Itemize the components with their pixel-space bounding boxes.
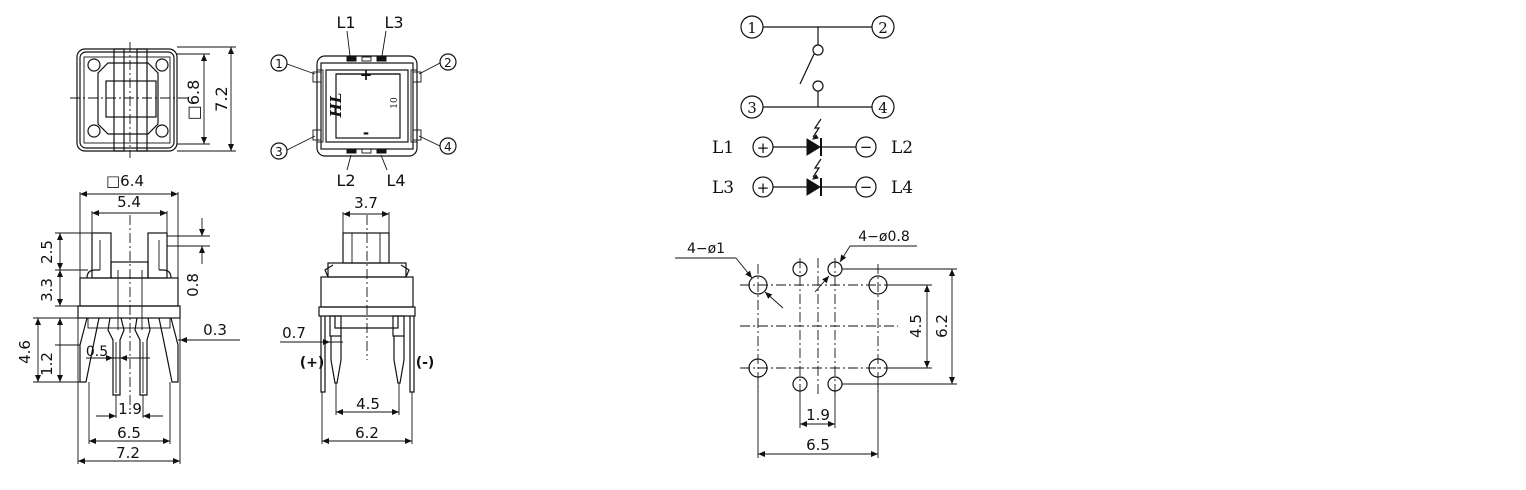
dim-height-1-2: 1.2 [38, 352, 56, 376]
pin-minus-label: (-) [416, 355, 435, 371]
schem-plus-2: + [757, 179, 770, 197]
pin-3-label: 3 [275, 145, 283, 159]
switch-schematic: 1 2 3 4 L1 + − L2 L3 + [712, 15, 913, 198]
fp-dim-6-5: 6.5 [806, 436, 830, 454]
pin-2-label: 2 [444, 56, 452, 70]
pcb-footprint: 4−ø1 4−ø0.8 4.5 6.2 1.9 6.5 [675, 229, 957, 458]
dim-side-square: □6.4 [106, 172, 144, 190]
schem-l1-label: L1 [712, 138, 734, 158]
node-1-label: 1 [747, 19, 757, 37]
dim-height-2-5: 2.5 [38, 240, 56, 264]
led-minus-mark: - [363, 124, 369, 142]
node-3-label: 3 [747, 99, 757, 117]
node-4-label: 4 [878, 99, 888, 117]
fp-dim-4-5: 4.5 [907, 314, 925, 338]
schem-l2-label: L2 [891, 138, 913, 158]
dim-side-inner-width: 5.4 [117, 193, 141, 211]
led-l3-label: L3 [384, 13, 403, 32]
dim-pitch-6-5: 6.5 [117, 424, 141, 442]
fp-dim-1-9: 1.9 [806, 406, 830, 424]
schem-minus-2: − [860, 178, 873, 196]
dim-top-height: 7.2 [212, 86, 231, 111]
dim-height-3-3: 3.3 [38, 278, 56, 302]
part-marking: 10 [390, 97, 400, 109]
led-top-view: + - HL 10 1 2 3 4 L1 L3 L2 L4 [270, 13, 457, 190]
fp-dim-6-2: 6.2 [933, 314, 951, 338]
dim-height-4-6: 4.6 [16, 340, 34, 364]
dim-top-square: □6.8 [184, 80, 203, 121]
led-plus-mark: + [360, 66, 373, 84]
hole-small-label: 4−ø0.8 [858, 229, 909, 245]
dim-front-3-7: 3.7 [354, 194, 378, 212]
dim-front-0-7: 0.7 [282, 324, 306, 342]
pin-plus-label: (+) [300, 355, 325, 371]
schem-minus-1: − [860, 138, 873, 156]
dim-pin-0-5: 0.5 [86, 344, 108, 360]
hole-large-label: 4−ø1 [687, 241, 725, 257]
brand-mark: HL [327, 93, 345, 119]
schem-l4-label: L4 [891, 178, 913, 198]
pin-4-label: 4 [444, 140, 452, 154]
led-l2-label: L2 [336, 171, 355, 190]
node-2-label: 2 [878, 19, 888, 37]
schem-l3-label: L3 [712, 178, 734, 198]
dim-front-4-5: 4.5 [356, 395, 380, 413]
dim-pin-0-3: 0.3 [203, 321, 227, 339]
dim-width-7-2: 7.2 [116, 444, 140, 462]
side-view: □6.4 5.4 2.5 3.3 4.6 1.2 0.8 0.3 [16, 172, 240, 464]
pin-1-label: 1 [275, 57, 283, 71]
led-l4-label: L4 [386, 171, 405, 190]
dim-pitch-1-9: 1.9 [118, 400, 142, 418]
dim-front-6-2: 6.2 [355, 424, 379, 442]
dim-height-0-8: 0.8 [184, 273, 202, 297]
led-l1-label: L1 [336, 13, 355, 32]
top-view: □6.8 7.2 [70, 42, 236, 158]
schem-plus-1: + [757, 139, 770, 157]
front-view: (+) (-) 3.7 0.7 4.5 6.2 [280, 194, 434, 444]
